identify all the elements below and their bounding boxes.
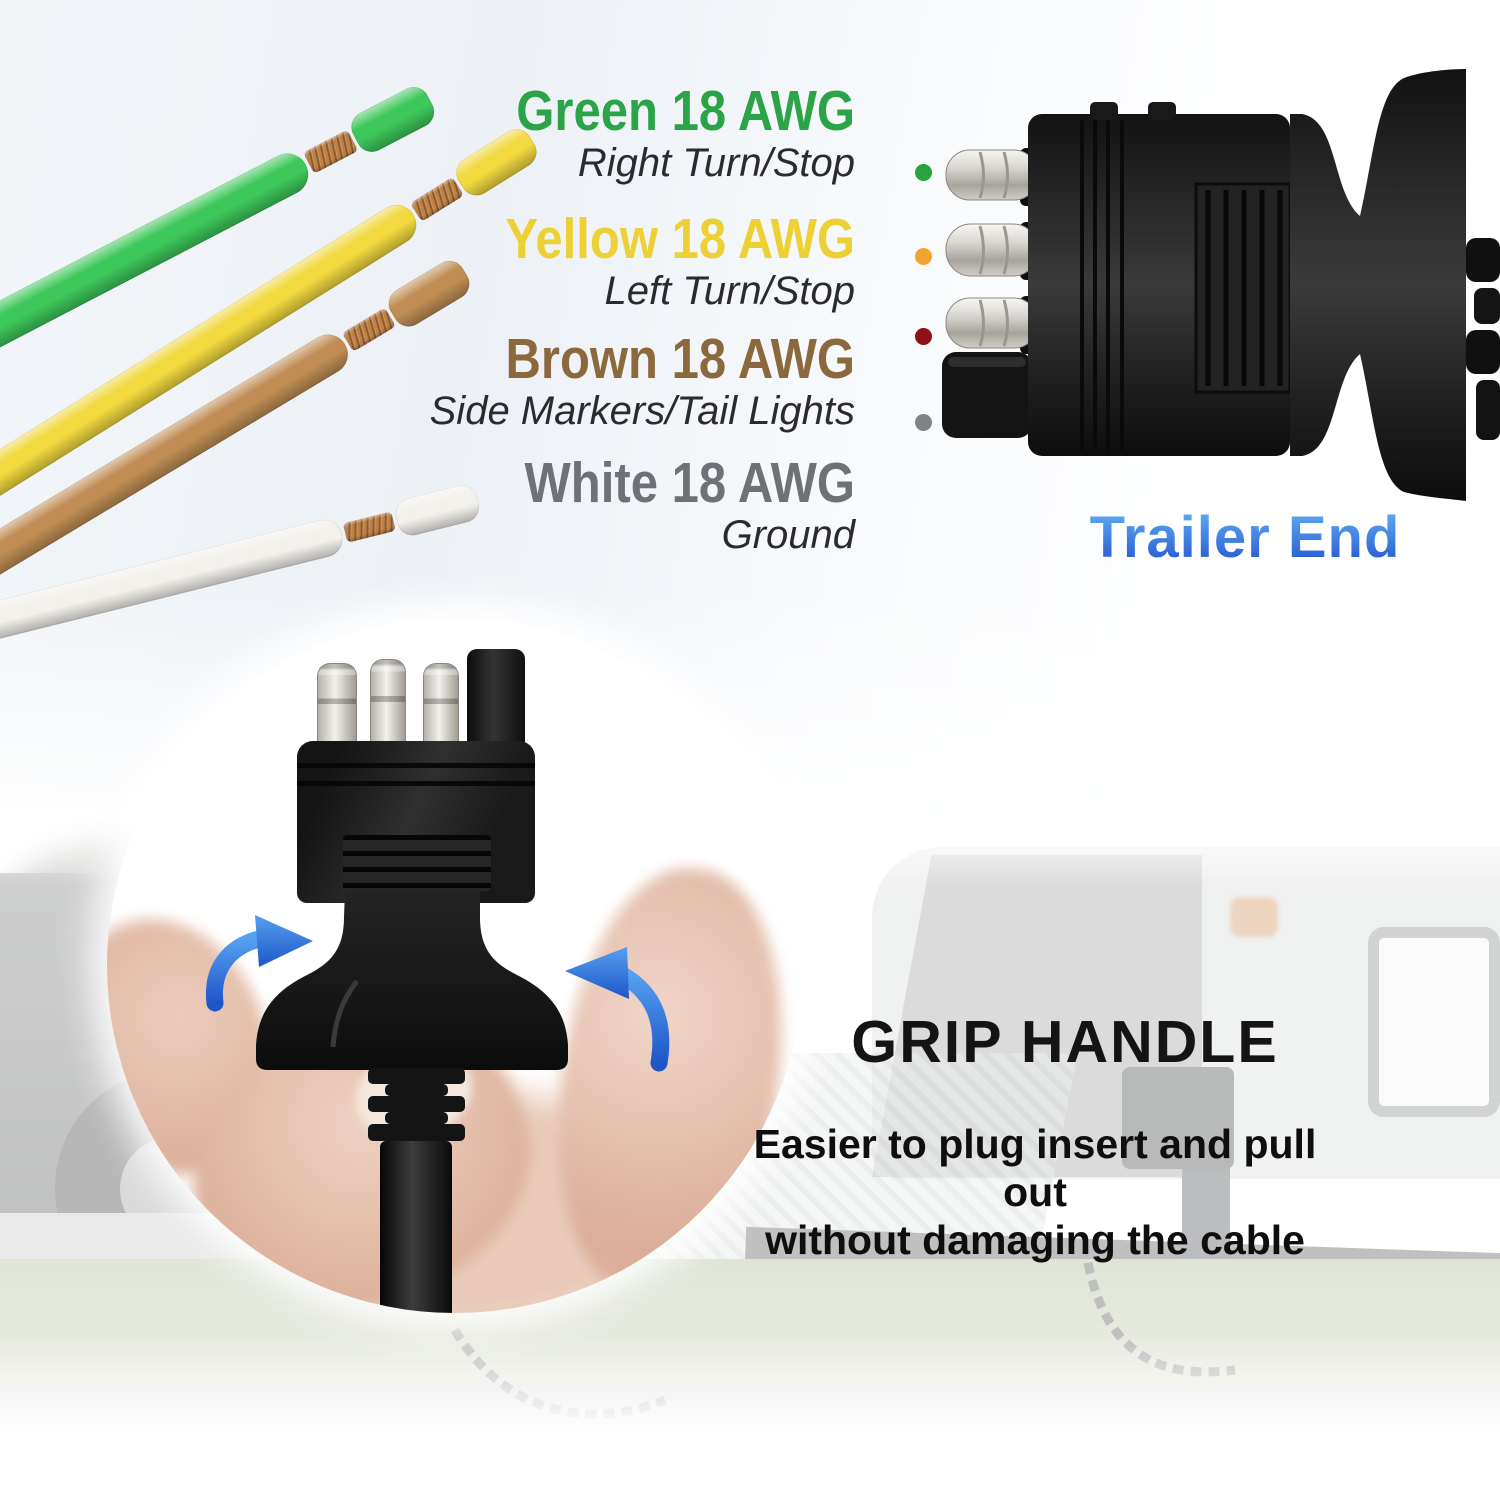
legend-entry-white: White 18 AWG Ground <box>0 451 855 557</box>
grip-handle-description: Easier to plug insert and pull out witho… <box>735 1120 1335 1264</box>
vertical-connector-ground-sleeve <box>467 649 525 747</box>
legend-entry-yellow: Yellow 18 AWG Left Turn/Stop <box>0 207 855 313</box>
strain-relief-rib <box>368 1068 465 1084</box>
connector-ground-sleeve <box>942 352 1032 438</box>
legend-entry-brown: Brown 18 AWG Side Markers/Tail Lights <box>0 327 855 433</box>
strain-relief-rib <box>385 1112 448 1124</box>
grip-rotate-arrows <box>205 915 670 1072</box>
vertical-connector-body <box>297 741 535 903</box>
pin-dot-amber <box>915 248 932 265</box>
sleeve-highlight <box>948 357 1026 367</box>
orange-detail <box>1230 897 1278 937</box>
connector-grip-bell <box>1290 69 1466 501</box>
curved-rotate-arrow-icon <box>565 947 670 1072</box>
grip-demo-photo <box>107 617 803 1313</box>
grip-description-line-1: Easier to plug insert and pull out <box>753 1121 1317 1215</box>
battery-box <box>1122 1067 1234 1169</box>
trailer-window <box>1368 927 1500 1117</box>
trailer-end-caption: Trailer End <box>1060 504 1430 571</box>
wire-function-yellow: Left Turn/Stop <box>604 269 855 313</box>
pin-dot-green <box>915 164 932 181</box>
vertical-connector-grip-bell <box>256 889 568 1070</box>
jack-foot <box>1158 1377 1250 1405</box>
tongue-jack <box>1182 1143 1230 1391</box>
wire-label-green: Green 18 AWG <box>516 79 855 143</box>
connector-metal-pins <box>945 149 1039 349</box>
wire-function-white: Ground <box>721 513 855 557</box>
wire-function-brown: Side Markers/Tail Lights <box>429 389 855 433</box>
trailer-end-connector-photo <box>942 69 1500 501</box>
head-groove-lines <box>1080 120 1124 450</box>
head-key-tab <box>1090 102 1118 120</box>
head-grip-panel <box>1194 182 1292 394</box>
connector-cable <box>380 1141 452 1313</box>
trailer-body <box>872 847 1500 1179</box>
bell-highlight <box>330 979 359 1048</box>
body-grip-panel <box>343 835 491 891</box>
vertical-connector-pin <box>423 663 459 747</box>
wire-label-yellow: Yellow 18 AWG <box>505 207 855 271</box>
vertical-connector-pin <box>370 659 406 747</box>
strain-relief-rib <box>385 1084 448 1096</box>
head-key-tab <box>1148 102 1176 120</box>
wire-label-white: White 18 AWG <box>524 451 855 515</box>
wire-function-green: Right Turn/Stop <box>577 141 855 185</box>
trailer-front-cap <box>872 855 1202 1177</box>
cable-strain-relief <box>1466 238 1500 440</box>
safety-chains <box>451 1244 1236 1419</box>
grip-description-line-2: without damaging the cable <box>765 1217 1305 1263</box>
road-strip <box>0 1381 1500 1439</box>
body-ring-groove <box>297 763 535 768</box>
body-ring-groove <box>297 781 535 786</box>
legend-entry-green: Green 18 AWG Right Turn/Stop <box>0 79 855 185</box>
grip-handle-title: GRIP HANDLE <box>851 1009 1279 1075</box>
wire-label-brown: Brown 18 AWG <box>505 327 855 391</box>
strain-relief-rib <box>368 1124 465 1141</box>
pin-dot-gray <box>915 414 932 431</box>
strain-relief-rib <box>368 1096 465 1112</box>
vertical-connector-pin <box>317 663 357 747</box>
curved-rotate-arrow-icon <box>205 915 313 1012</box>
pin-dot-red <box>915 328 932 345</box>
